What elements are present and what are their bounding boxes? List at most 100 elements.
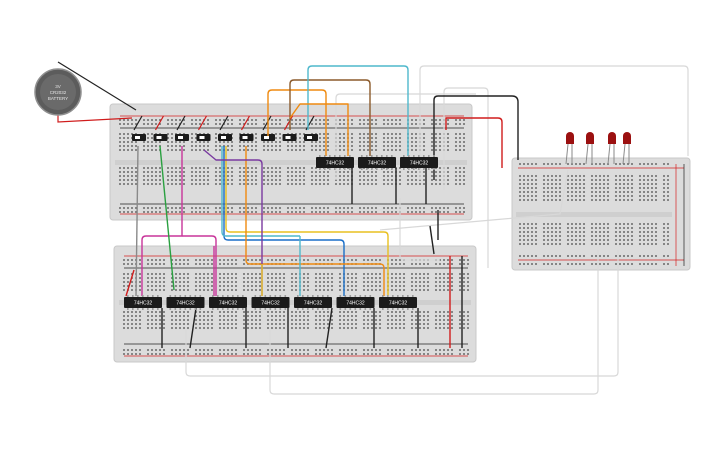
- breadboard-hole: [431, 183, 433, 185]
- wire-blue[interactable]: [223, 146, 345, 296]
- wire-white[interactable]: [399, 198, 440, 261]
- breadboard-hole: [139, 315, 141, 317]
- breadboard-hole: [607, 191, 609, 193]
- switch-knob[interactable]: [242, 136, 248, 139]
- switch-knob[interactable]: [264, 136, 269, 139]
- switch-knob[interactable]: [221, 136, 226, 139]
- breadboard-hole: [575, 175, 577, 177]
- wire-white[interactable]: [185, 250, 619, 377]
- chip-pin: [302, 308, 304, 310]
- wire-white[interactable]: [419, 65, 689, 180]
- wire-yellow[interactable]: [225, 146, 389, 296]
- breadboard-hole: [195, 319, 197, 321]
- breadboard-hole: [159, 175, 161, 177]
- breadboard-hole: [147, 183, 149, 185]
- wire-black[interactable]: [189, 307, 197, 349]
- wire-white[interactable]: [269, 250, 599, 395]
- breadboard-hole: [455, 141, 457, 143]
- wire-black[interactable]: [429, 225, 435, 255]
- breadboard-hole: [323, 315, 325, 317]
- wire-white[interactable]: [335, 93, 476, 180]
- logic-chip[interactable]: 74HC32: [251, 295, 290, 310]
- wire-black[interactable]: [433, 95, 519, 180]
- breadboard-small[interactable]: [511, 157, 691, 271]
- breadboard-hole: [579, 255, 581, 257]
- breadboard-hole: [655, 235, 657, 237]
- wire-orange[interactable]: [267, 89, 327, 156]
- switch-knob[interactable]: [135, 136, 140, 139]
- wire-white[interactable]: [443, 87, 489, 268]
- breadboard-hole: [299, 183, 301, 185]
- switch-knob[interactable]: [156, 136, 162, 139]
- breadboard-hole: [427, 281, 429, 283]
- logic-chip[interactable]: 74HC32: [400, 155, 438, 170]
- led[interactable]: [607, 132, 616, 165]
- breadboard-hole: [359, 149, 361, 151]
- breadboard-hole: [231, 349, 233, 351]
- breadboard-hole: [391, 289, 393, 291]
- breadboard-hole: [299, 149, 301, 151]
- breadboard-hole: [183, 263, 185, 265]
- breadboard-hole: [519, 231, 521, 233]
- logic-chip[interactable]: 74HC32: [294, 295, 332, 310]
- breadboard-hole: [435, 273, 437, 275]
- breadboard-hole: [559, 199, 561, 201]
- breadboard-hole: [423, 277, 425, 279]
- wire-cyan[interactable]: [307, 65, 409, 156]
- breadboard-hole: [307, 289, 309, 291]
- wire-cyan[interactable]: [221, 146, 300, 237]
- logic-chip[interactable]: 74HC32: [358, 155, 396, 170]
- breadboard-hole: [579, 223, 581, 225]
- breadboard-hole: [463, 319, 465, 321]
- breadboard-hole: [299, 175, 301, 177]
- breadboard-top[interactable]: [109, 103, 473, 221]
- switch-knob[interactable]: [285, 136, 291, 139]
- wire-orange[interactable]: [289, 103, 349, 156]
- breadboard-hole: [399, 349, 401, 351]
- breadboard-hole: [175, 315, 177, 317]
- wire-brown[interactable]: [289, 79, 371, 156]
- logic-chip[interactable]: 74HC32: [336, 295, 375, 310]
- logic-chip[interactable]: 74HC32: [124, 295, 162, 310]
- switch-knob[interactable]: [178, 136, 183, 139]
- breadboard-hole: [227, 183, 229, 185]
- led[interactable]: [585, 132, 594, 165]
- breadboard-hole: [619, 199, 621, 201]
- led-leg: [585, 143, 589, 165]
- led[interactable]: [565, 132, 574, 165]
- logic-chip[interactable]: 74HC32: [379, 295, 417, 310]
- breadboard-hole: [371, 281, 373, 283]
- led[interactable]: [622, 132, 631, 165]
- wire-black[interactable]: [325, 307, 333, 349]
- breadboard-hole: [143, 207, 145, 209]
- wire-white[interactable]: [379, 169, 569, 231]
- breadboard-hole: [147, 285, 149, 287]
- wire-magenta[interactable]: [141, 146, 183, 296]
- breadboard-hole: [575, 263, 577, 265]
- breadboard-hole: [227, 145, 229, 147]
- switch-knob[interactable]: [307, 136, 312, 139]
- breadboard-hole: [375, 281, 377, 283]
- wire-gray[interactable]: [135, 145, 139, 297]
- logic-chip[interactable]: 74HC32: [166, 295, 205, 310]
- breadboard-hole: [303, 183, 305, 185]
- wire-red[interactable]: [125, 269, 135, 297]
- breadboard-hole: [447, 289, 449, 291]
- wire-magenta[interactable]: [182, 235, 217, 296]
- wire-purple[interactable]: [203, 149, 263, 296]
- breadboard-hole: [623, 239, 625, 241]
- logic-chip[interactable]: 74HC32: [316, 155, 354, 170]
- breadboard-hole: [571, 231, 573, 233]
- wire-red[interactable]: [445, 117, 503, 168]
- switch-knob[interactable]: [199, 136, 205, 139]
- logic-chip[interactable]: 74HC32: [209, 295, 247, 310]
- coin-battery[interactable]: 3V CR2032 BATTERY: [34, 61, 137, 123]
- wire-orange[interactable]: [245, 146, 385, 296]
- wire-green[interactable]: [159, 145, 175, 291]
- chip-pin: [428, 155, 430, 157]
- breadboard-hole: [271, 171, 273, 173]
- breadboard-hole: [399, 323, 401, 325]
- breadboard-hole: [223, 319, 225, 321]
- breadboard-hole: [175, 145, 177, 147]
- breadboard-hole: [139, 349, 141, 351]
